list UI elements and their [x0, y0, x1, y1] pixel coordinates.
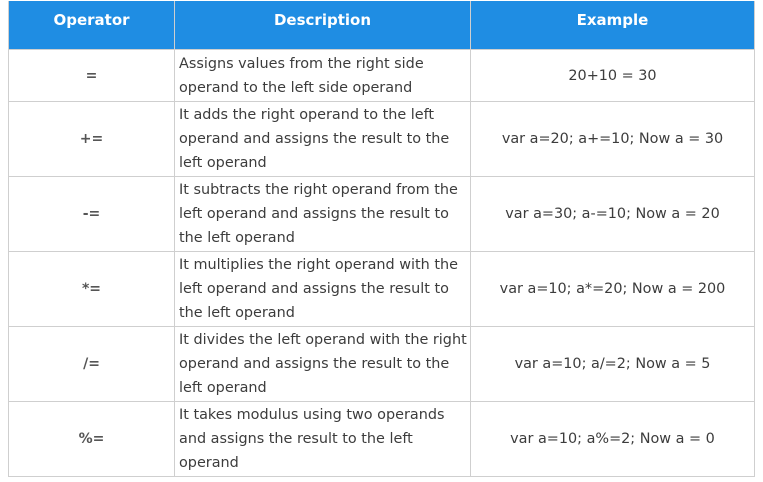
assignment-operators-table: Operator Description Example = Assigns v…	[8, 1, 755, 477]
table-row: %= It takes modulus using two operands a…	[8, 401, 755, 477]
example-cell: var a=20; a+=10; Now a = 30	[470, 101, 755, 177]
header-example: Example	[470, 1, 755, 50]
header-example-label: Example	[576, 11, 649, 29]
operator-cell: +=	[8, 101, 175, 177]
table-row: *= It multiplies the right operand with …	[8, 251, 755, 327]
description-cell: It subtracts the right operand from the …	[174, 176, 471, 252]
example-cell: var a=30; a-=10; Now a = 20	[470, 176, 755, 252]
table-row: += It adds the right operand to the left…	[8, 101, 755, 177]
operator-cell: -=	[8, 176, 175, 252]
table-row: = Assigns values from the right side ope…	[8, 49, 755, 102]
description-cell: Assigns values from the right side opera…	[174, 49, 471, 102]
header-description-label: Description	[273, 11, 372, 29]
operator-cell: /=	[8, 326, 175, 402]
example-cell: var a=10; a/=2; Now a = 5	[470, 326, 755, 402]
table-row: -= It subtracts the right operand from t…	[8, 176, 755, 252]
operator-cell: =	[8, 49, 175, 102]
description-cell: It multiplies the right operand with the…	[174, 251, 471, 327]
description-cell: It takes modulus using two operands and …	[174, 401, 471, 477]
header-operator: Operator	[8, 1, 175, 50]
table-row: /= It divides the left operand with the …	[8, 326, 755, 402]
description-cell: It adds the right operand to the left op…	[174, 101, 471, 177]
table-header-row: Operator Description Example	[8, 1, 755, 50]
example-cell: 20+10 = 30	[470, 49, 755, 102]
operator-cell: *=	[8, 251, 175, 327]
description-cell: It divides the left operand with the rig…	[174, 326, 471, 402]
operator-cell: %=	[8, 401, 175, 477]
example-cell: var a=10; a%=2; Now a = 0	[470, 401, 755, 477]
example-cell: var a=10; a*=20; Now a = 200	[470, 251, 755, 327]
header-operator-label: Operator	[53, 11, 130, 29]
header-description: Description	[174, 1, 471, 50]
